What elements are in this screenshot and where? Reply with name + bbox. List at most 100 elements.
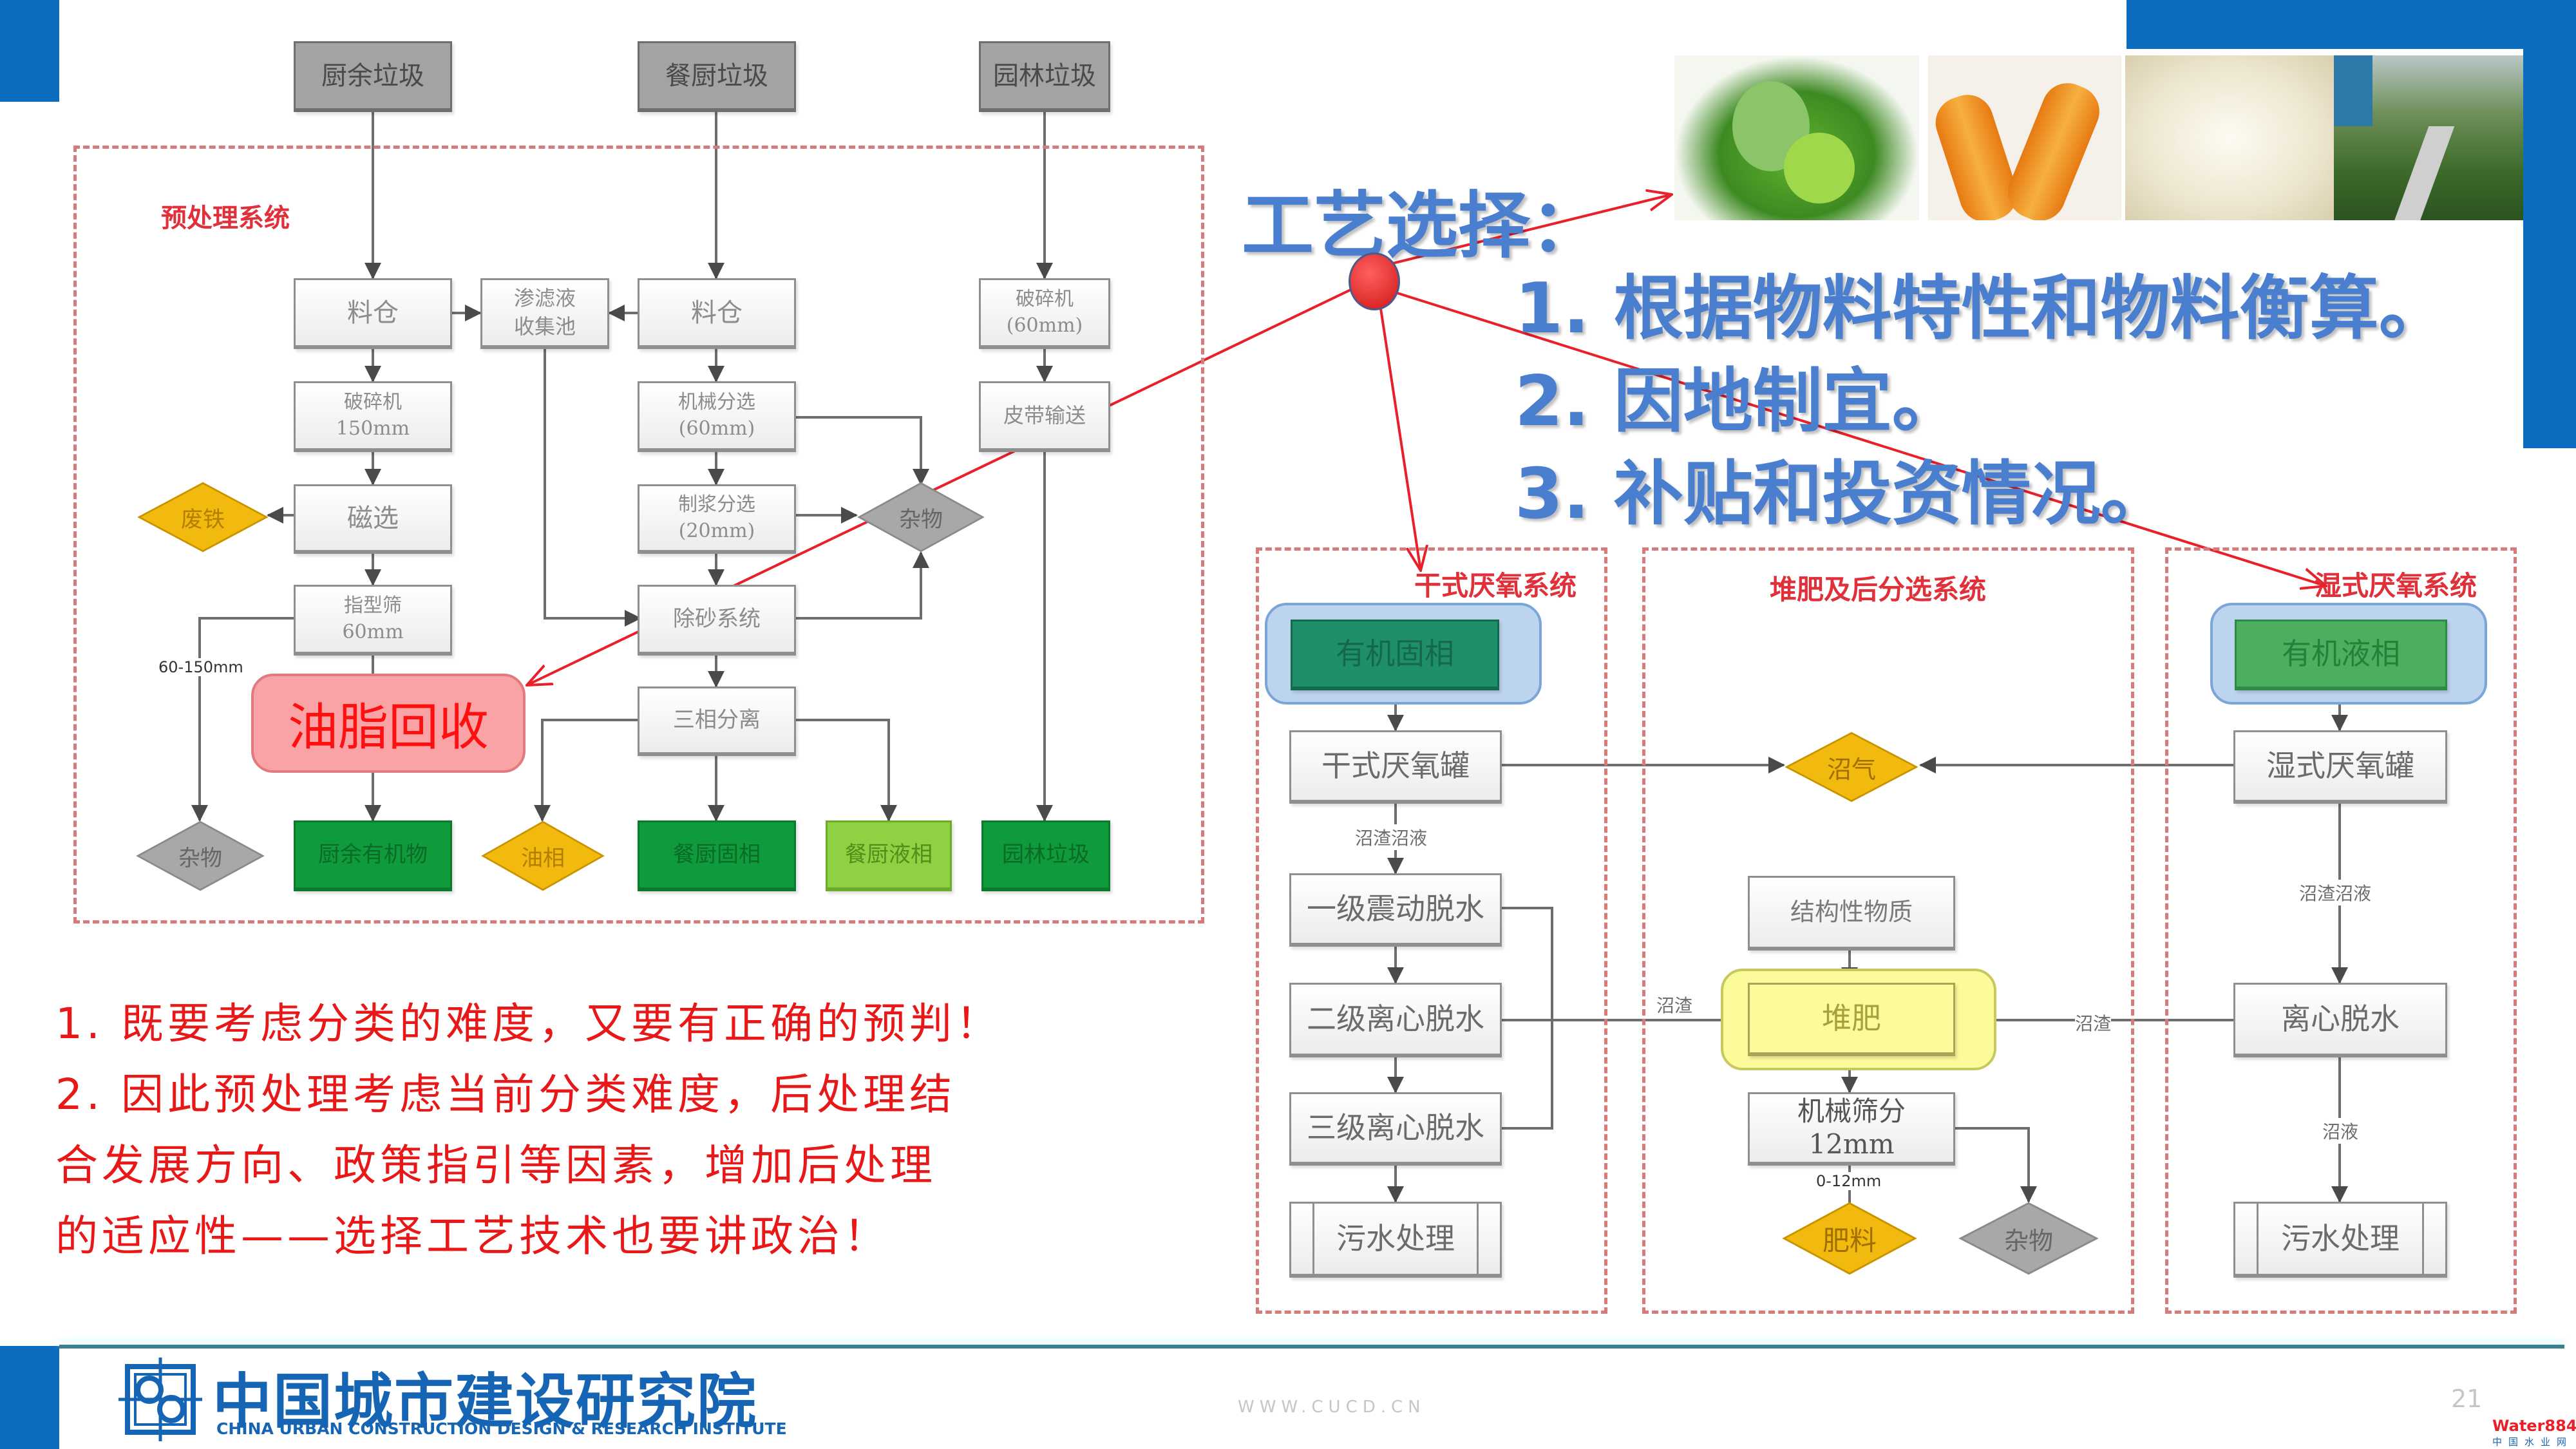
- diamond-oil-phase[interactable]: 油相: [480, 820, 605, 891]
- process-inner-bar-left: [1312, 1202, 1314, 1278]
- pretreatment-title: 预处理系统: [161, 203, 290, 233]
- website-url[interactable]: WWW.CUCD.CN: [1238, 1397, 1426, 1417]
- sewage-label: 污水处理: [2281, 1221, 2400, 1256]
- point-2: 2. 因地制宜。: [1515, 361, 1962, 442]
- dry-stage1-vibration-dewater[interactable]: 一级震动脱水: [1289, 873, 1502, 947]
- diamond-label: 肥料: [1822, 1224, 1877, 1256]
- note-line-1: 1. 既要考虑分类的难度，又要有正确的预判！: [55, 999, 1002, 1048]
- dry-ad-frame: [1256, 547, 1607, 1314]
- dry-ad-title: 干式厌氧系统: [1414, 570, 1577, 601]
- output-kitchen-organics[interactable]: 厨余有机物: [294, 820, 452, 891]
- wet-liquid-label: 沼液: [2322, 1118, 2359, 1144]
- node-crusher-150[interactable]: 破碎机 150mm: [294, 381, 452, 452]
- diamond-shape: [136, 820, 265, 891]
- corner-accent-top-left: [0, 0, 59, 102]
- annotation-dot: [1349, 252, 1400, 310]
- process-bar-left: [1289, 1202, 1291, 1278]
- fried-dough-photo: [1928, 55, 2121, 220]
- node-belt-conveyor[interactable]: 皮带输送: [979, 381, 1110, 452]
- process-inner-bar-right: [1477, 1202, 1479, 1278]
- node-bin-b[interactable]: 料仓: [638, 278, 796, 349]
- process-bar-right: [2445, 1202, 2447, 1278]
- node-magnetic-separation[interactable]: 磁选: [294, 484, 452, 554]
- note-line-4: 的适应性——选择工艺技术也要讲政治！: [55, 1211, 890, 1261]
- oil-recovery-highlight[interactable]: 油脂回收: [251, 674, 526, 773]
- size-label-60-150: 60-150mm: [158, 658, 243, 676]
- compost-mechanical-screen[interactable]: 机械筛分 12mm: [1748, 1092, 1955, 1166]
- dry-residue-label: 沼渣: [1656, 992, 1693, 1018]
- fried-dough-right: [2000, 75, 2107, 220]
- dry-input-organic-solid[interactable]: 有机固相: [1291, 620, 1499, 690]
- vegetables-photo: [1674, 55, 1919, 220]
- wet-ad-title: 湿式厌氧系统: [2315, 570, 2477, 601]
- garden-photo: [2334, 55, 2523, 220]
- diamond-label: 沼气: [1826, 755, 1876, 784]
- corner-accent-top-right: [2126, 0, 2576, 49]
- diamond-compost-impurity[interactable]: 杂物: [1958, 1202, 2099, 1275]
- diamond-label: 废铁: [181, 506, 225, 533]
- node-desanding-system[interactable]: 除砂系统: [638, 585, 796, 656]
- side-accent-right: [2523, 49, 2576, 448]
- diamond-fertilizer[interactable]: 肥料: [1781, 1202, 1918, 1275]
- node-three-phase-separation[interactable]: 三相分离: [638, 687, 796, 756]
- compost-structural-material[interactable]: 结构性物质: [1748, 876, 1955, 951]
- output-restaurant-liquid[interactable]: 餐厨液相: [826, 820, 952, 891]
- diamond-impurity-left[interactable]: 杂物: [135, 820, 265, 891]
- dry-stage3-centrifuge-dewater[interactable]: 三级离心脱水: [1289, 1092, 1502, 1166]
- diamond-label: 杂物: [2003, 1226, 2053, 1255]
- diamond-shape: [137, 482, 269, 553]
- dry-ad-tank[interactable]: 干式厌氧罐: [1289, 730, 1502, 804]
- watermark-logo: Water8848.com: [2492, 1417, 2576, 1435]
- pretreatment-frame: [73, 146, 1204, 923]
- watermark-cn: 中国水业网: [2492, 1436, 2573, 1448]
- diamond-shape: [1782, 1202, 1917, 1275]
- diamond-label: 杂物: [178, 845, 222, 871]
- compost-frame: [1642, 547, 2134, 1314]
- dry-sewage-treatment[interactable]: 污水处理: [1289, 1202, 1502, 1278]
- page-number: 21: [2451, 1385, 2483, 1413]
- point-3: 3. 补贴和投资情况。: [1515, 454, 2170, 535]
- building-shape: [2334, 55, 2372, 126]
- process-bar-right: [1500, 1202, 1502, 1278]
- node-mechanical-sort[interactable]: 机械分选 (60mm): [638, 381, 796, 452]
- compost-size-label: 0-12mm: [1816, 1172, 1882, 1190]
- process-selection-heading: 工艺选择：: [1242, 184, 1602, 268]
- node-pulping-sort[interactable]: 制浆分选 (20mm): [638, 484, 796, 554]
- source-kitchen-waste[interactable]: 厨余垃圾: [294, 41, 452, 112]
- wet-flow-label: 沼渣沼液: [2299, 880, 2372, 905]
- diamond-scrap-iron[interactable]: 废铁: [137, 482, 269, 553]
- node-crusher-60[interactable]: 破碎机 (60mm): [979, 278, 1110, 349]
- path-shape: [2393, 126, 2455, 220]
- compost-node[interactable]: 堆肥: [1748, 983, 1955, 1056]
- output-garden-waste[interactable]: 园林垃圾: [981, 820, 1110, 891]
- diamond-label: 杂物: [899, 506, 943, 533]
- diamond-biogas[interactable]: 沼气: [1784, 732, 1919, 802]
- wet-centrifuge-dewater[interactable]: 离心脱水: [2233, 983, 2447, 1057]
- institute-name-en: CHINA URBAN CONSTRUCTION DESIGN & RESEAR…: [216, 1419, 787, 1438]
- dry-stage2-centrifuge-dewater[interactable]: 二级离心脱水: [1289, 983, 1502, 1057]
- wet-input-organic-liquid[interactable]: 有机液相: [2235, 620, 2447, 690]
- diamond-shape: [1958, 1202, 2099, 1275]
- process-inner-bar-right: [2422, 1202, 2424, 1278]
- process-bar-left: [2233, 1202, 2235, 1278]
- output-restaurant-solid[interactable]: 餐厨固相: [638, 820, 796, 891]
- diamond-impurity-mid[interactable]: 杂物: [857, 482, 985, 553]
- wet-ad-frame: [2165, 547, 2517, 1314]
- corner-accent-bottom-left: [0, 1346, 59, 1449]
- source-garden-waste[interactable]: 园林垃圾: [979, 41, 1110, 112]
- institute-name-cn: 中国城市建设研究院: [213, 1367, 758, 1436]
- wet-sewage-treatment[interactable]: 污水处理: [2233, 1202, 2447, 1278]
- footer-divider: [59, 1345, 2564, 1349]
- source-restaurant-waste[interactable]: 餐厨垃圾: [638, 41, 796, 112]
- steamed-bun-photo: [2125, 55, 2334, 220]
- dry-flow-label: 沼渣沼液: [1355, 824, 1428, 850]
- diamond-label: 油相: [521, 845, 565, 871]
- node-leachate-pool[interactable]: 渗滤液 收集池: [480, 278, 609, 349]
- wet-residue-label: 沼渣: [2075, 1010, 2112, 1036]
- node-bin-a[interactable]: 料仓: [294, 278, 452, 349]
- node-finger-screen[interactable]: 指型筛 60mm: [294, 585, 452, 656]
- wet-ad-tank[interactable]: 湿式厌氧罐: [2233, 730, 2447, 804]
- diamond-shape: [481, 820, 605, 891]
- note-line-2: 2. 因此预处理考虑当前分类难度，后处理结: [55, 1070, 956, 1119]
- lime-shape: [1784, 133, 1855, 204]
